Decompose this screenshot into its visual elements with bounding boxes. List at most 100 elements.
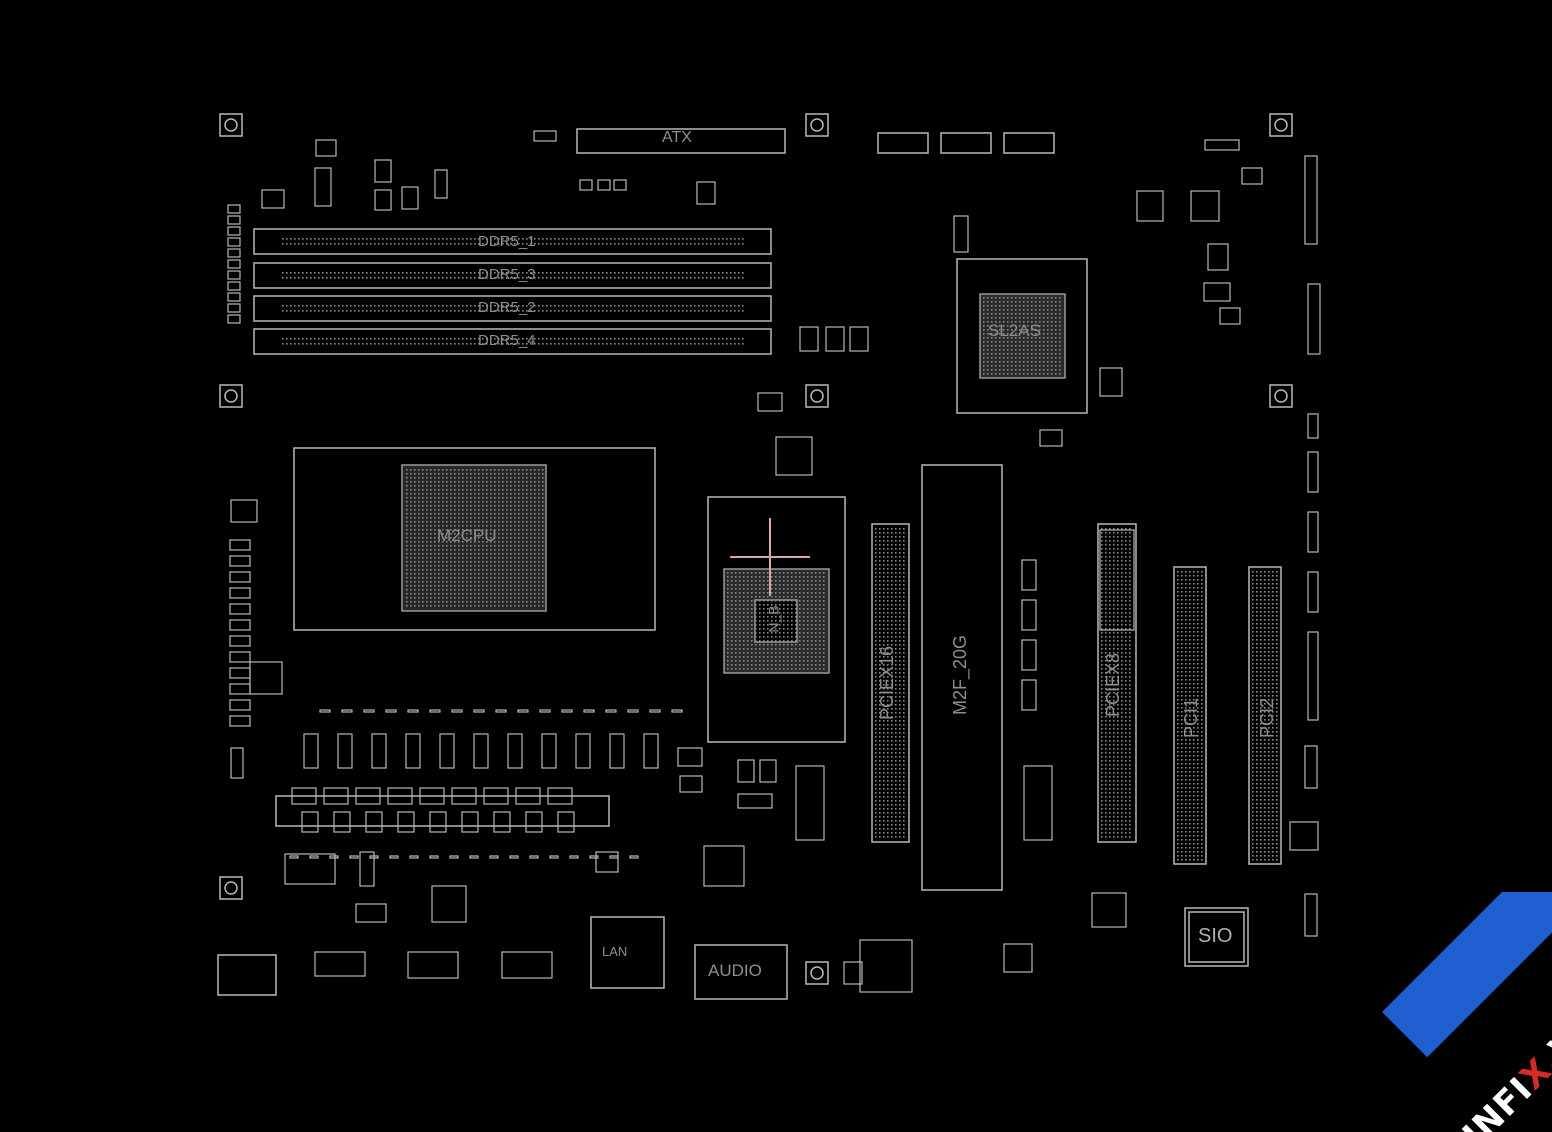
pch-pad (743, 588, 745, 590)
dimm-pin (646, 238, 648, 240)
connector (859, 939, 913, 993)
atx-connector[interactable] (576, 128, 786, 154)
slot-pin (1117, 572, 1119, 574)
dimm-slot-ddr5-3[interactable] (253, 262, 772, 289)
pch-pad (767, 660, 769, 662)
slot-pin (899, 704, 901, 706)
slot-pin (1109, 588, 1111, 590)
fan-header[interactable] (1003, 132, 1055, 154)
slot-pin (1113, 592, 1115, 594)
cpu-pad (510, 485, 512, 487)
cpu-pad (458, 509, 460, 511)
chipset-top-chip[interactable] (979, 293, 1066, 379)
pci-slot-1[interactable] (1173, 566, 1207, 865)
cpu-pad (498, 573, 500, 575)
pch-pad (747, 640, 749, 642)
pch-pad (795, 580, 797, 582)
cpu-pad (490, 581, 492, 583)
lan-port[interactable] (590, 916, 665, 989)
slot-pin (1201, 571, 1203, 573)
slot-pin (1197, 683, 1199, 685)
slot-pin (1197, 623, 1199, 625)
dimm-pin (686, 243, 688, 245)
slot-pin (1129, 828, 1131, 830)
pch-pad (779, 664, 781, 666)
slot-pin (1109, 644, 1111, 646)
chip-pad (1039, 361, 1041, 363)
dimm-pin (694, 272, 696, 274)
pch-pad (747, 628, 749, 630)
slot-pin (1193, 647, 1195, 649)
pch-pad (739, 660, 741, 662)
pch-pad (787, 592, 789, 594)
slot-pin (1101, 760, 1103, 762)
slot-pin (1105, 616, 1107, 618)
pch-region[interactable] (707, 496, 846, 743)
cpu-pad (434, 565, 436, 567)
cpu-pad (462, 517, 464, 519)
cpu-pad (522, 585, 524, 587)
dimm-pin (738, 238, 740, 240)
chip-pad (999, 329, 1001, 331)
slot-pin (903, 780, 905, 782)
pch-pad (795, 648, 797, 650)
chip-pad (1003, 365, 1005, 367)
slot-pin (899, 676, 901, 678)
slot-pin (1197, 731, 1199, 733)
chip-pad (1051, 353, 1053, 355)
chipset-top-region[interactable] (956, 258, 1088, 414)
chip-pad (1035, 305, 1037, 307)
slot-pin (895, 828, 897, 830)
cpu-pad (442, 485, 444, 487)
dimm-pin (566, 310, 568, 312)
pch-pad (791, 656, 793, 658)
chip-pad (1055, 309, 1057, 311)
cpu-pad (514, 469, 516, 471)
cpu-pad (470, 529, 472, 531)
dimm-slot-ddr5-1[interactable] (253, 228, 772, 255)
rear-io-port[interactable] (217, 954, 277, 996)
slot-pin (1105, 764, 1107, 766)
slot-pin (903, 776, 905, 778)
cpu-pad (446, 505, 448, 507)
dimm-pin (634, 272, 636, 274)
fan-header[interactable] (877, 132, 929, 154)
cpu-pad (422, 469, 424, 471)
cpu-pad (494, 569, 496, 571)
fan-header[interactable] (940, 132, 992, 154)
dimm-pin (494, 343, 496, 345)
dimm-pin (542, 310, 544, 312)
slot-pin (875, 568, 877, 570)
cpu-socket[interactable] (293, 447, 656, 631)
cpu-pad (486, 565, 488, 567)
chip-pad (1019, 341, 1021, 343)
m2-slot[interactable] (921, 464, 1003, 891)
dimm-slot-ddr5-2[interactable] (253, 295, 772, 322)
slot-pin (1105, 784, 1107, 786)
sio-chip[interactable] (1184, 907, 1249, 967)
pch-pad (803, 596, 805, 598)
pcie-x16-slot[interactable] (871, 523, 910, 843)
slot-pin (1113, 724, 1115, 726)
audio-jack[interactable] (694, 944, 788, 1000)
cpu-pad (534, 501, 536, 503)
dimm-slot-ddr5-4[interactable] (253, 328, 772, 355)
chip-pad (1011, 297, 1013, 299)
dimm-pin (670, 343, 672, 345)
pch-pad (819, 596, 821, 598)
chip-pad (1043, 341, 1045, 343)
dimm-pin (434, 305, 436, 307)
dimm-pin (286, 238, 288, 240)
slot-pin (1201, 591, 1203, 593)
cpu-pad (530, 581, 532, 583)
pcie-x8-slot[interactable] (1097, 523, 1137, 843)
cpu-pad (522, 505, 524, 507)
slot-pin (1125, 692, 1127, 694)
pci-slot-2[interactable] (1248, 566, 1282, 865)
slot-pin (891, 816, 893, 818)
cpu-pad (518, 565, 520, 567)
cpu-pad (518, 505, 520, 507)
slot-pin (887, 764, 889, 766)
